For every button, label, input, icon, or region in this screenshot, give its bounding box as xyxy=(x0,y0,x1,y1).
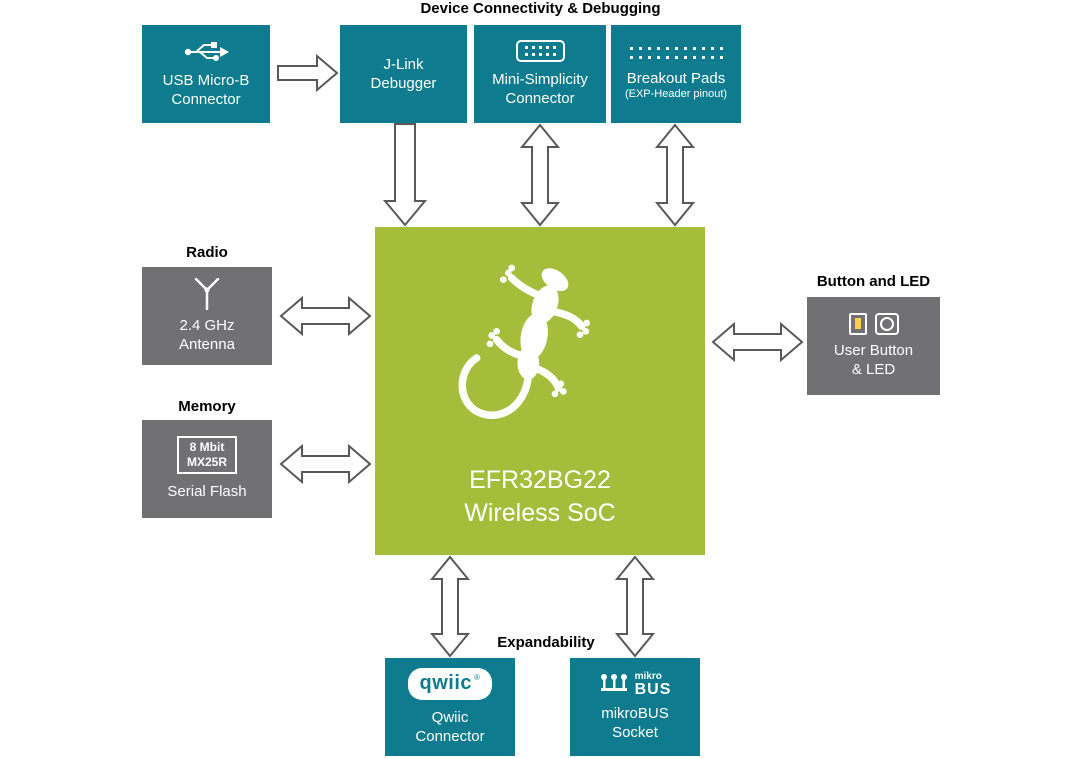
block-antenna: 2.4 GHz Antenna xyxy=(142,267,272,365)
mini-simplicity-label-line1: Mini-Simplicity xyxy=(492,70,588,88)
breakout-label-line1: Breakout Pads xyxy=(626,69,726,87)
mikrobus-pins-icon xyxy=(600,673,627,691)
jlink-label-line2: Debugger xyxy=(370,75,437,92)
mikrobus-logo-top: mikro xyxy=(634,670,662,682)
mini-simplicity-connector-icon xyxy=(515,39,565,62)
soc-label-line1: EFR32BG22 xyxy=(469,466,611,495)
qwiic-label-line1: Qwiic xyxy=(431,708,469,726)
mini-simplicity-label-line2: Connector xyxy=(505,90,575,107)
flash-chip-line2: MX25R xyxy=(186,455,227,470)
mikrobus-label-line2: Socket xyxy=(612,724,658,741)
arrow-mini-simplicity-soc xyxy=(520,123,560,227)
block-jlink-debugger: J-Link Debugger xyxy=(340,25,467,123)
arrow-usb-to-jlink xyxy=(277,54,339,92)
jlink-label-line1: J-Link xyxy=(383,55,424,73)
user-button-label-line2: & LED xyxy=(851,361,896,378)
section-label-memory: Memory xyxy=(178,398,236,415)
block-mikrobus-socket: mikro BUS mikroBUS Socket xyxy=(570,658,700,756)
flash-chip-line1: 8 Mbit xyxy=(189,440,225,455)
antenna-label-line1: 2.4 GHz xyxy=(179,316,235,334)
soc-label-line2: Wireless SoC xyxy=(464,498,616,527)
arrow-breakout-soc xyxy=(655,123,695,227)
arrow-soc-mikrobus xyxy=(615,555,655,658)
qwiic-logo: qwiic ® xyxy=(407,667,493,700)
mikrobus-logo: mikro BUS xyxy=(599,670,672,698)
qwiic-label-line2: Connector xyxy=(415,728,485,745)
qwiic-logo-text: qwiic xyxy=(419,671,473,694)
user-button-label-line1: User Button xyxy=(833,341,914,359)
block-qwiic-connector: qwiic ® Qwiic Connector xyxy=(385,658,515,756)
block-breakout-pads: Breakout Pads (EXP-Header pinout) xyxy=(611,25,741,123)
push-button-icon xyxy=(874,312,899,335)
section-label-radio: Radio xyxy=(186,244,228,261)
section-label-device-connectivity: Device Connectivity & Debugging xyxy=(420,0,661,17)
block-user-button-led: User Button & LED xyxy=(807,297,940,395)
led-icon xyxy=(848,312,867,335)
section-label-button-led: Button and LED xyxy=(816,273,931,290)
block-serial-flash: 8 Mbit MX25R Serial Flash xyxy=(142,420,272,518)
qwiic-registered-mark: ® xyxy=(474,672,481,682)
arrow-flash-soc xyxy=(279,444,372,484)
mikrobus-logo-bottom: BUS xyxy=(634,680,672,698)
mikrobus-label-line1: mikroBUS xyxy=(601,704,669,722)
antenna-label-line2: Antenna xyxy=(179,336,235,353)
serial-flash-label: Serial Flash xyxy=(167,483,247,501)
breakout-label-line2: (EXP-Header pinout) xyxy=(624,88,728,101)
usb-label-line1: USB Micro-B xyxy=(162,71,250,89)
section-label-expandability: Expandability xyxy=(497,634,595,651)
flash-chip-icon: 8 Mbit MX25R xyxy=(176,436,237,475)
arrow-soc-button-led xyxy=(711,322,804,362)
usb-label-line2: Connector xyxy=(171,91,241,108)
arrow-jlink-to-soc xyxy=(383,123,427,227)
gecko-logo-icon xyxy=(440,253,640,459)
usb-icon xyxy=(182,39,230,65)
block-usb-microb-connector: USB Micro-B Connector xyxy=(142,25,270,123)
breakout-pads-icon xyxy=(629,46,723,59)
arrow-antenna-soc xyxy=(279,296,372,336)
arrow-soc-qwiic xyxy=(430,555,470,658)
block-efr32bg22-soc: EFR32BG22 Wireless SoC xyxy=(375,227,705,555)
antenna-icon xyxy=(190,277,224,310)
block-mini-simplicity-connector: Mini-Simplicity Connector xyxy=(474,25,606,123)
